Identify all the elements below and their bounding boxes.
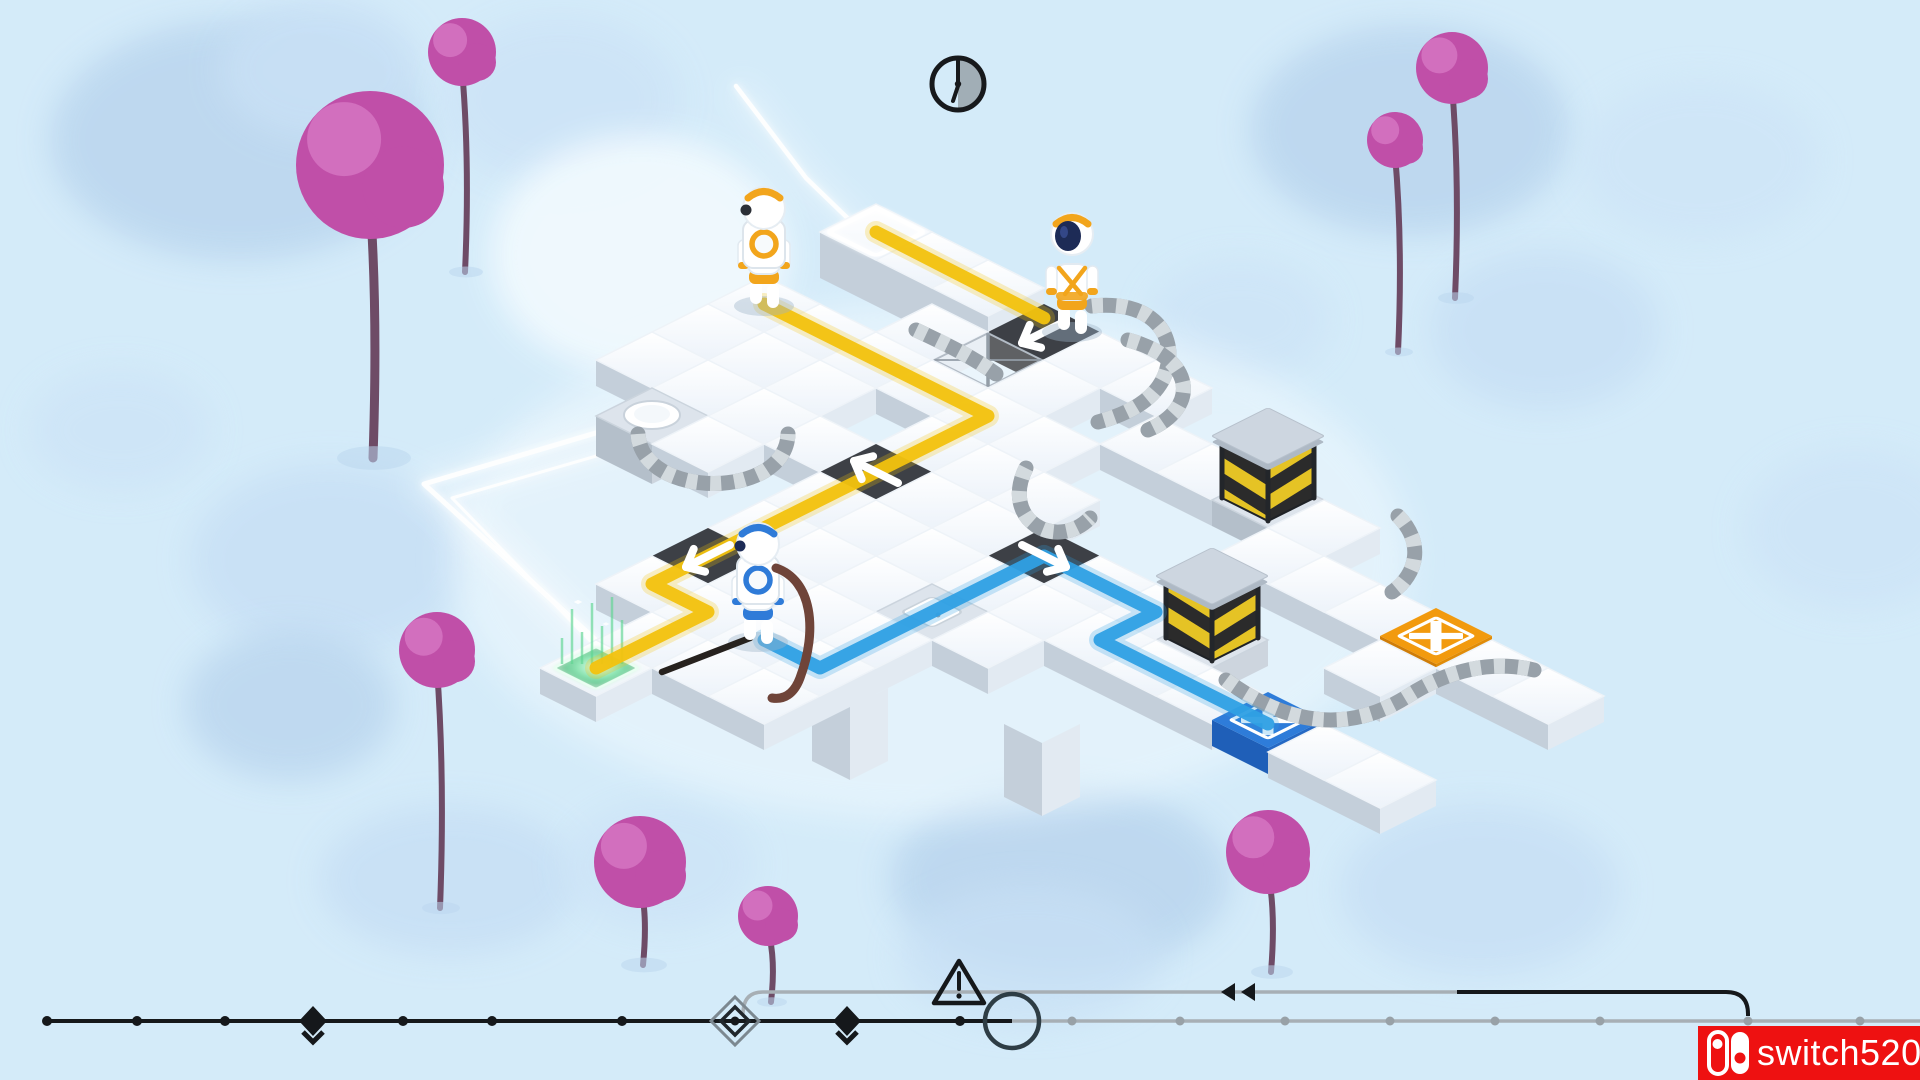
timeline-dot[interactable] [398, 1016, 408, 1026]
pink-tree [1226, 810, 1310, 979]
nintendo-switch-logo-icon [1706, 1029, 1752, 1077]
rewind-icon[interactable] [1221, 983, 1235, 1001]
timeline-dot-future[interactable] [1744, 1017, 1753, 1026]
cloud-blob [320, 805, 580, 955]
visor [1055, 221, 1081, 251]
timer-clock-icon [932, 58, 984, 110]
clock-center-dot [955, 81, 961, 87]
pink-tree [738, 886, 798, 1007]
cloud-blob [1580, 80, 1820, 240]
watermark-text: switch520 [1757, 1035, 1920, 1071]
pink-tree [594, 816, 686, 972]
cloud-blob [1430, 250, 1660, 410]
cloud-blob [185, 630, 395, 780]
keyframe-diamond-marker[interactable] [833, 1006, 861, 1042]
timeline-dot[interactable] [132, 1016, 142, 1026]
rewind-icon[interactable] [1241, 983, 1255, 1001]
timeline-dot-future[interactable] [1176, 1017, 1185, 1026]
cloud-blob [1745, 450, 1920, 610]
cloud-blob [30, 370, 210, 490]
timeline-dot-future[interactable] [1491, 1017, 1500, 1026]
clock-elapsed-half [958, 58, 984, 110]
pink-tree [296, 91, 444, 470]
timeline-dot-future[interactable] [1386, 1017, 1395, 1026]
timeline-dot-future[interactable] [1068, 1017, 1077, 1026]
timeline-dot[interactable] [220, 1016, 230, 1026]
timeline-dot[interactable] [617, 1016, 627, 1026]
keyframe-diamond-marker[interactable] [299, 1006, 327, 1042]
timeline-dot[interactable] [42, 1016, 52, 1026]
timeline-dot-future[interactable] [1856, 1017, 1865, 1026]
branch-track-black [1457, 992, 1748, 1016]
timeline-dot[interactable] [955, 1016, 965, 1026]
timeline-dot-future[interactable] [1281, 1017, 1290, 1026]
timeline-dot-future[interactable] [1596, 1017, 1605, 1026]
timeline-dot[interactable] [487, 1016, 497, 1026]
watermark: switch520 [1698, 1026, 1920, 1080]
